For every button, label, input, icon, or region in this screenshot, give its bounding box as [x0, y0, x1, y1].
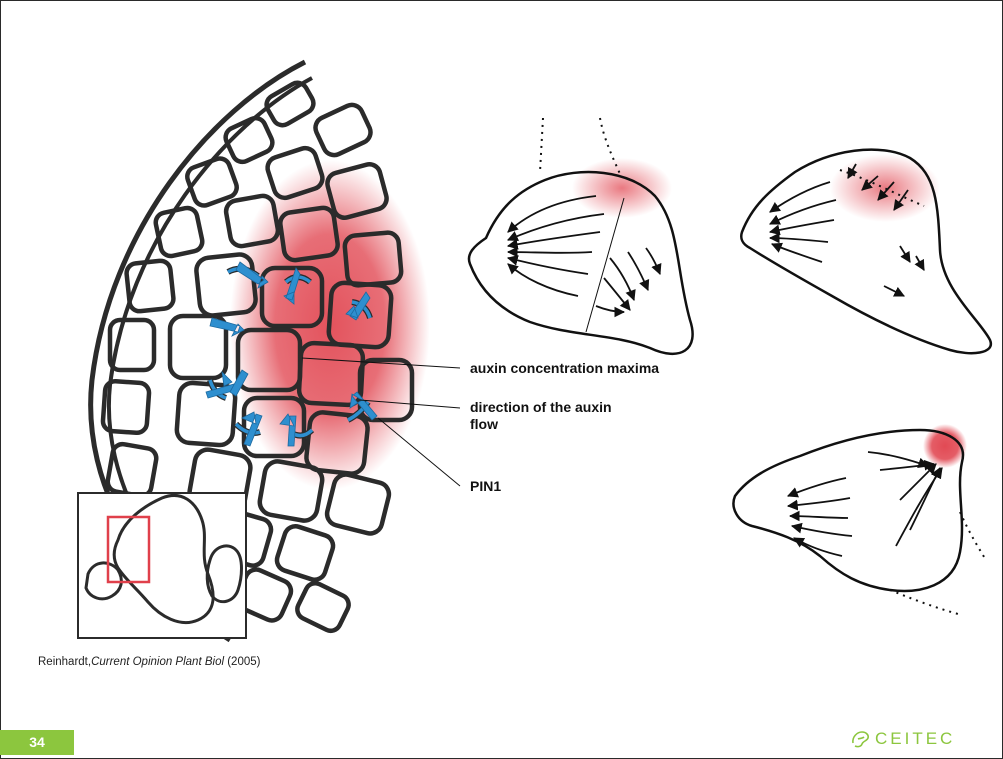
ceitec-leaf-icon: [850, 729, 872, 749]
primordium-stage-2: [741, 150, 991, 354]
ceitec-logo: CEITEC: [850, 728, 955, 750]
citation: Reinhardt,Current Opinion Plant Biol (20…: [38, 656, 260, 668]
citation-journal: Current Opinion Plant Biol: [91, 656, 224, 668]
citation-year: (2005): [224, 656, 260, 668]
label-auxin-flow-line1: direction of the auxin: [470, 399, 612, 416]
primordium-stage-1: [469, 118, 693, 354]
primordium-stage-3: [734, 424, 986, 614]
slide-number: 34: [0, 730, 74, 755]
label-pin1: PIN1: [470, 478, 501, 495]
inset-diagram: [78, 493, 246, 638]
label-auxin-flow-line2: flow: [470, 416, 498, 433]
citation-author: Reinhardt,: [38, 656, 91, 668]
logo-text: CEITEC: [875, 729, 955, 749]
label-auxin-maxima: auxin concentration maxima: [470, 360, 659, 377]
